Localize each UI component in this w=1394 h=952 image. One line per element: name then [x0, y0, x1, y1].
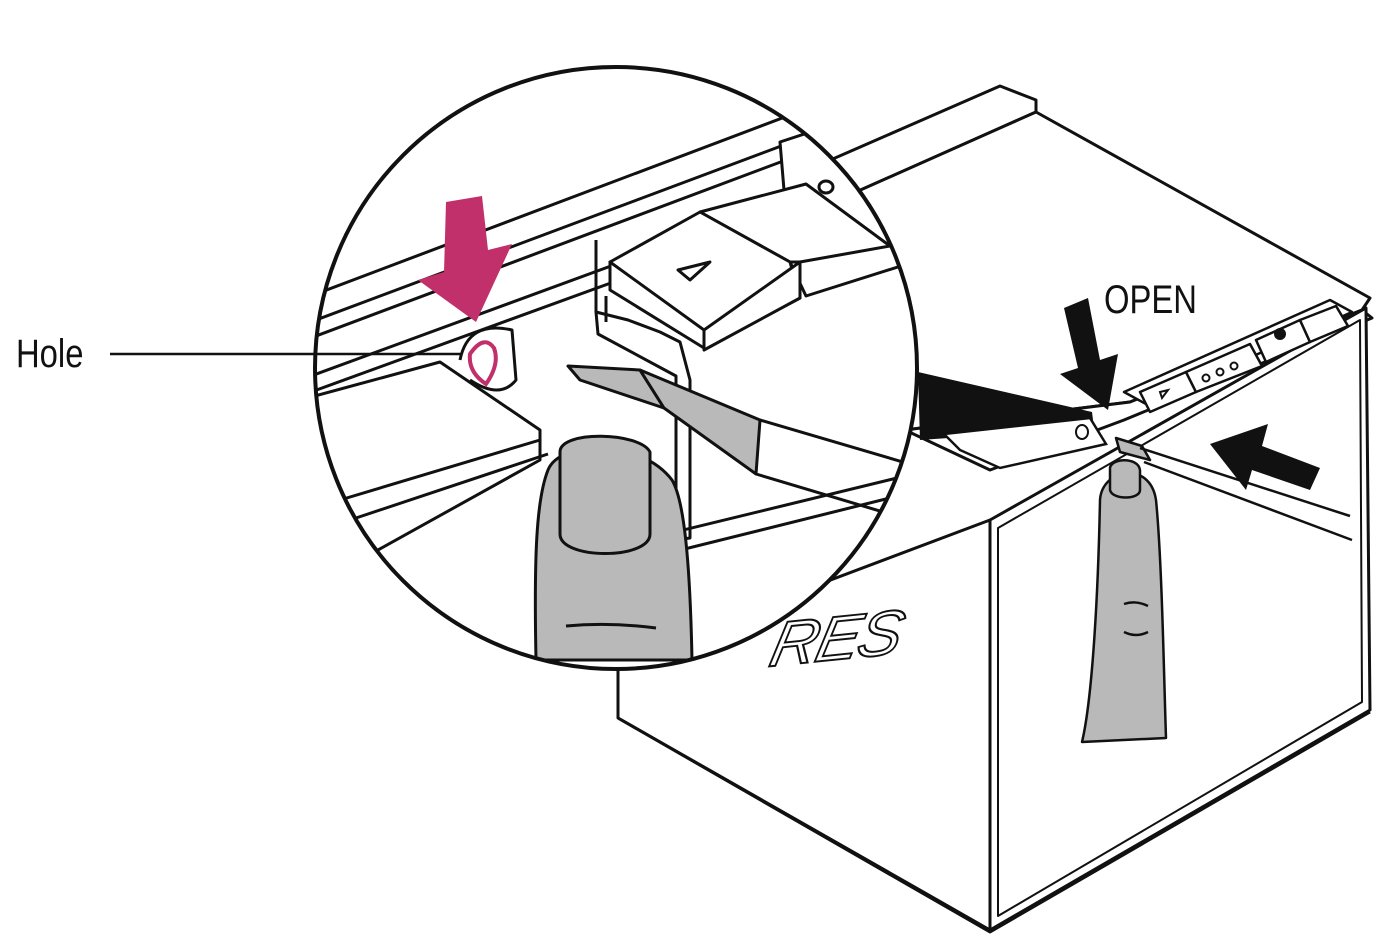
down-arrow-icon — [1060, 298, 1118, 410]
feed-button-triangle-icon — [1158, 388, 1171, 401]
small-finger — [1080, 459, 1168, 744]
down-arrow-icon — [418, 196, 512, 322]
hole-highlight — [467, 340, 498, 387]
hole-label: Hole — [16, 332, 84, 376]
zoomed-detail — [315, 94, 917, 662]
led-indicator-icon — [1201, 361, 1239, 383]
left-arrow-icon — [1210, 424, 1320, 490]
open-label: OPEN — [1104, 278, 1197, 322]
power-button-icon — [1274, 328, 1286, 340]
printer-hole — [1075, 424, 1089, 440]
brand-logo: RES — [763, 595, 910, 682]
zoom-feed-triangle-icon — [676, 260, 712, 282]
magnifier-ring — [313, 65, 919, 671]
printer-slot — [918, 372, 1108, 470]
